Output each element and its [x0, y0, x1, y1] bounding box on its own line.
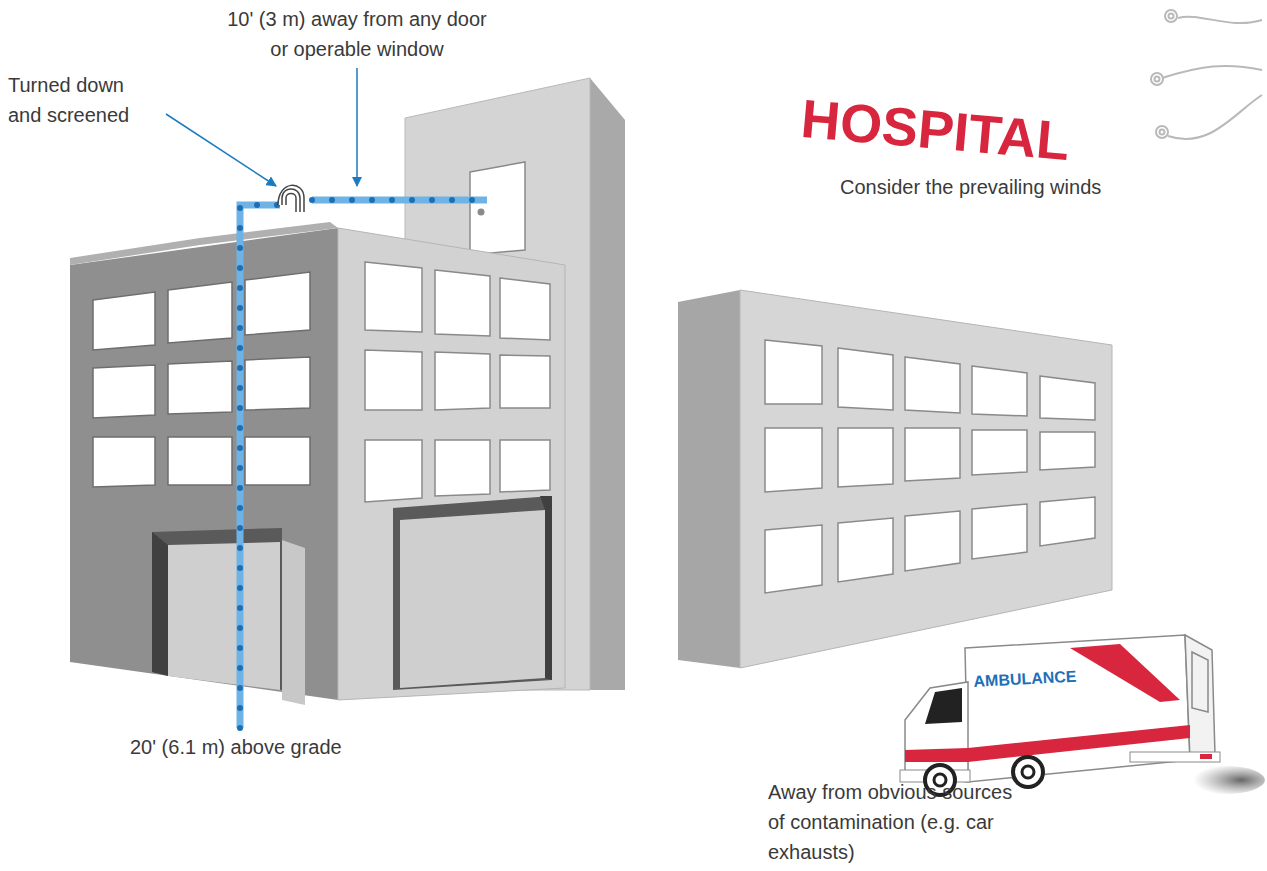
- leader-lines: [166, 68, 357, 186]
- vent-note: Turned down and screened: [8, 70, 158, 130]
- height-note: 20' (6.1 m) above grade: [130, 732, 450, 762]
- contamination-note: Away from obvious sources of contaminati…: [768, 777, 1018, 867]
- distance-note: 10' (3 m) away from any door or operable…: [222, 4, 492, 64]
- hospital-sign: HOSPITAL: [798, 78, 1104, 185]
- vent-pipe: [240, 185, 487, 728]
- ambulance: [900, 635, 1265, 795]
- ambulance-lettering: AMBULANCE: [973, 665, 1114, 691]
- wind-swirls: [1151, 10, 1262, 139]
- left-building: [70, 222, 565, 705]
- hospital-building: [678, 290, 1112, 668]
- wind-note: Consider the prevailing winds: [840, 172, 1220, 202]
